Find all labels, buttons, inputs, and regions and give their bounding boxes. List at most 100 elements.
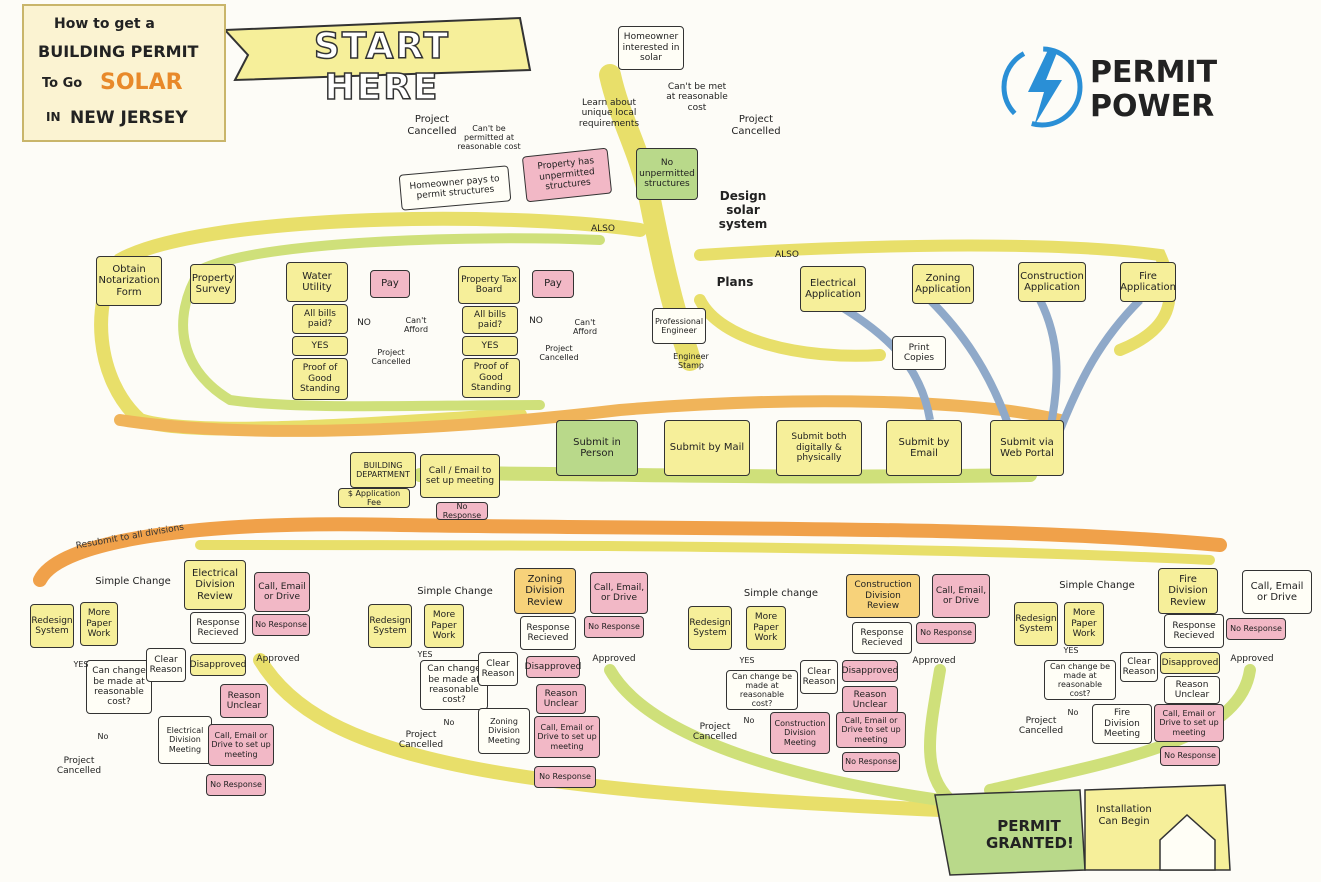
more-paperwork: More Paper Work — [424, 604, 464, 648]
title-new-jersey: NEW JERSEY — [70, 108, 188, 128]
no-2: NO — [524, 316, 548, 326]
simple-change: Simple Change — [90, 576, 176, 588]
approved-label: Approved — [256, 654, 300, 664]
can-change-decision: Can change be made at reasonable cost? — [86, 660, 152, 714]
also-label-right: ALSO — [770, 250, 804, 260]
response-received: Response Recieved — [852, 622, 912, 654]
installation-can-begin: Installation Can Begin — [1092, 804, 1156, 827]
title-solar-word: SOLAR — [100, 70, 183, 95]
property-survey: Property Survey — [190, 264, 236, 304]
disapproved: Disapproved — [1160, 652, 1220, 674]
reason-unclear: Reason Unclear — [536, 684, 586, 714]
path-blue-4 — [1060, 300, 1140, 430]
no-1: NO — [352, 318, 376, 328]
property-unpermitted: Property has unpermitted structures — [522, 148, 612, 203]
division-review: Fire Division Review — [1158, 568, 1218, 614]
electrical-application: Electrical Application — [800, 266, 866, 312]
call-setup-meeting: Call, Email or Drive to set up meeting — [534, 716, 600, 758]
clear-reason: Clear Reason — [1120, 652, 1158, 682]
simple-change: Simple change — [738, 588, 824, 600]
pay-2: Pay — [532, 270, 574, 298]
title-line-4-prefix: IN — [46, 110, 61, 124]
submit-digital-physical: Submit both digitally & physically — [776, 420, 862, 476]
yes-label: YES — [1060, 646, 1082, 655]
no-response-2: No Response — [534, 766, 596, 788]
fire-application: Fire Application — [1120, 262, 1176, 302]
property-tax-board: Property Tax Board — [458, 266, 520, 304]
no-response: No Response — [1226, 618, 1286, 640]
division-meeting: Fire Division Meeting — [1092, 704, 1152, 744]
yes-2: YES — [462, 336, 518, 356]
all-bills-paid-1: All bills paid? — [292, 304, 348, 334]
clear-reason: Clear Reason — [800, 660, 838, 694]
call-email-drive: Call, Email or Drive — [1242, 570, 1312, 614]
proof-good-standing-2: Proof of Good Standing — [462, 358, 520, 398]
project-cancelled-top-left: Project Cancelled — [402, 114, 462, 137]
all-bills-paid-2: All bills paid? — [462, 306, 518, 334]
approved-label: Approved — [1228, 654, 1276, 664]
building-department: BUILDING DEPARTMENT — [350, 452, 416, 488]
no-label: No — [438, 718, 460, 727]
title-line-3-prefix: To Go — [42, 76, 82, 91]
project-cancelled-2: Project Cancelled — [534, 344, 584, 362]
lightning-bolt-icon — [1028, 50, 1062, 126]
submit-in-person: Submit in Person — [556, 420, 638, 476]
approved-label: Approved — [912, 656, 956, 666]
cant-afford-1: Can't Afford — [394, 316, 438, 334]
yes-label: YES — [736, 656, 758, 665]
approved-label: Approved — [592, 654, 636, 664]
logo-power: POWER — [1090, 90, 1214, 125]
design-solar-system: Design solar system — [706, 190, 780, 231]
project-cancelled-top-right: Project Cancelled — [724, 114, 788, 137]
no-label: No — [92, 732, 114, 741]
yes-label: YES — [70, 660, 92, 669]
no-response-2: No Response — [206, 774, 266, 796]
project-cancelled: Project Cancelled — [394, 730, 448, 751]
no-response-2: No Response — [842, 752, 900, 772]
title-card: How to get a BUILDING PERMIT To Go SOLAR… — [22, 4, 226, 142]
cant-be-met: Can't be met at reasonable cost — [666, 82, 728, 113]
path-division-row — [200, 545, 1210, 560]
reason-unclear: Reason Unclear — [842, 686, 898, 714]
project-cancelled: Project Cancelled — [688, 722, 742, 743]
no-unpermitted: No unpermitted structures — [636, 148, 698, 200]
learn-requirements: Learn about unique local requirements — [568, 98, 650, 129]
response-received: Response Recieved — [190, 612, 246, 644]
print-copies: Print Copies — [892, 336, 946, 370]
simple-change: Simple Change — [412, 586, 498, 598]
yes-label: YES — [414, 650, 436, 659]
division-review: Electrical Division Review — [184, 560, 246, 610]
redesign-system: Redesign System — [368, 604, 412, 648]
project-cancelled: Project Cancelled — [1014, 716, 1068, 737]
pay-1: Pay — [370, 270, 410, 298]
disapproved: Disapproved — [526, 656, 580, 678]
reason-unclear: Reason Unclear — [1164, 676, 1220, 704]
disapproved: Disapproved — [190, 654, 246, 676]
construction-application: Construction Application — [1018, 262, 1086, 302]
redesign-system: Redesign System — [1014, 602, 1058, 646]
division-meeting: Electrical Division Meeting — [158, 716, 212, 764]
call-setup-meeting: Call, Email or Drive to set up meeting — [208, 724, 274, 766]
clear-reason: Clear Reason — [478, 652, 518, 686]
start-here-label: START HERE — [252, 26, 512, 109]
no-response-building: No Response — [436, 502, 488, 520]
cant-afford-2: Can't Afford — [562, 318, 608, 336]
division-review: Zoning Division Review — [514, 568, 576, 614]
call-setup-meeting: Call, Email or Drive to set up meeting — [836, 712, 906, 748]
more-paperwork: More Paper Work — [80, 602, 118, 646]
call-email-drive: Call, Email or Drive — [254, 572, 310, 612]
homeowner-interested: Homeowner interested in solar — [618, 26, 684, 70]
logo-permit: PERMIT — [1090, 56, 1217, 91]
no-response: No Response — [916, 622, 976, 644]
no-response: No Response — [252, 614, 310, 636]
call-email-drive: Call, Email, or Drive — [932, 574, 990, 618]
call-email-drive: Call, Email, or Drive — [590, 572, 648, 614]
submit-by-mail: Submit by Mail — [664, 420, 750, 476]
title-line-1: How to get a — [54, 16, 155, 32]
division-review: Construction Division Review — [846, 574, 920, 618]
redesign-system: Redesign System — [30, 604, 74, 648]
no-response: No Response — [584, 616, 644, 638]
division-meeting: Zoning Division Meeting — [478, 708, 530, 754]
application-fee: $ Application Fee — [338, 488, 410, 508]
